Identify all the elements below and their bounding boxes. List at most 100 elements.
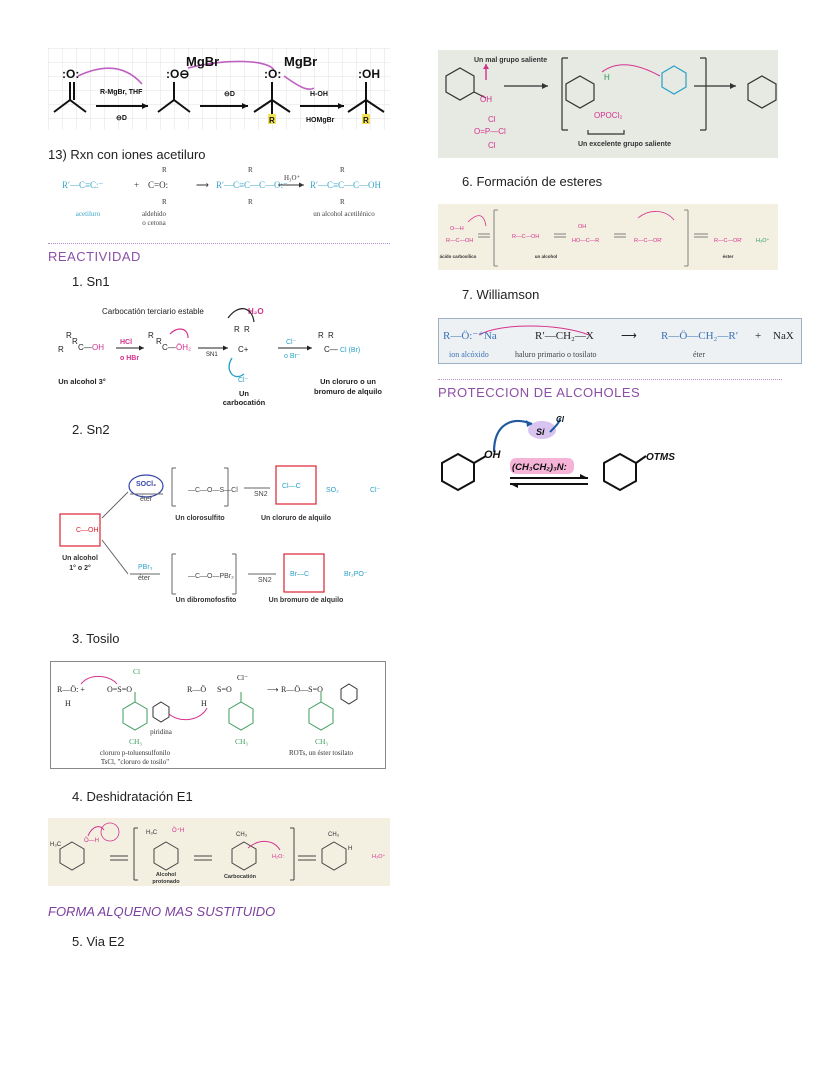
svg-text:⟶: ⟶ [267,685,279,694]
svg-text:R: R [248,198,253,206]
piridina-caption: piridina [150,728,173,736]
hydronium-ester: H₃O⁺ [756,237,769,244]
svg-text:Ö⁺H: Ö⁺H [172,827,184,834]
rots-caption: ROTs, un éster tosilato [289,749,354,757]
eter-label-1: éter [140,496,153,503]
proteccion-figure: OH Si Cl (CH₃CH₂)₃N: OTMS [438,408,708,500]
bromuro-alquilo-caption: Un bromuro de alquilo [269,597,344,604]
br2po-label: Br₂PO⁻ [344,571,368,578]
svg-text:+: + [134,180,139,190]
opocl2-label: OPOCl₂ [594,111,622,120]
svg-text:Cl: Cl [488,141,496,150]
so2-label: SO₂ [326,487,339,494]
svg-text:ÖH₂: ÖH₂ [176,343,191,352]
sn2-label-b: SN2 [258,577,272,584]
electron-arrow-1 [77,67,143,85]
svg-text:O—H: O—H [450,226,464,232]
svg-text:H: H [65,699,71,708]
svg-text:C=O:: C=O: [148,180,168,190]
haluro-caption: haluro primario o tosilato [515,350,597,359]
sn1-arrow-label: SN1 [206,352,218,358]
svg-text:R: R [234,325,240,334]
acetiluro-caption: acetiluro [76,210,101,218]
dibromofosfito-caption: Un dibromofosfito [176,597,237,604]
item-esteres: 6. Formación de esteres [462,174,603,189]
svg-text:CH₃: CH₃ [236,832,248,838]
grignard-reagent: R-MgBr, THF [100,89,143,96]
ether-product-text: R—Ö—CH₂—R′ [661,330,738,342]
reaction-arrow: ⟶ [621,330,637,342]
ester-caption: éster [723,254,734,259]
sn2-diagram: SOCl₂ éter PBr₃ éter SN2 SN2 SO₂ Cl⁻ Br₂… [59,465,381,604]
eter-caption: éter [693,350,705,359]
svg-text:—C—O—S—Cl: —C—O—S—Cl [188,487,238,494]
pbr3-label: PBr₃ [138,564,153,571]
socl2-label: SOCl₂ [136,481,156,488]
grignard-figure: :O: :O⊖ MgBr :O: MgBr :OH R-MgBr, THF ⊖D… [48,48,390,130]
hbr-label: o HBr [120,355,139,362]
h3o-label: H₃O⁺ [284,174,301,182]
alcohol-caption: Un alcohol [62,555,98,562]
electron-arrow-2 [187,60,275,71]
svg-text:R′—C≡C—C—O:⁻: R′—C≡C—C—O:⁻ [216,180,288,190]
svg-text:R: R [318,331,324,340]
svg-text:R: R [328,331,334,340]
item-e2: 5. Via E2 [72,934,125,949]
alcohol-3-caption: Un alcohol 3° [58,377,106,386]
svg-text:Br—C: Br—C [290,571,309,578]
svg-text:H: H [348,846,352,852]
section-divider-right [438,379,782,380]
water-label: H-OH [310,91,328,98]
carbocation-e1-caption: Carbocatión [224,874,257,880]
svg-text:H₃C: H₃C [146,830,158,836]
svg-text:R: R [148,331,154,340]
plus-sign: + [755,330,761,342]
svg-text:R: R [162,166,167,174]
grado-caption: 1° o 2° [69,564,91,572]
mgbr-label-1: MgBr [186,54,219,69]
estable-label: Carbocatión terciario estable [102,307,204,316]
svg-text:CH₃: CH₃ [328,832,340,838]
cloruro-alquilo-caption: Un cloruro de alquilo [261,515,331,522]
tscl-caption-2: TsCl, "cloruro de tosilo" [101,758,169,766]
hydroxyl-label: OH [484,449,502,461]
svg-text:Cl—C: Cl—C [282,483,301,490]
section-proteccion: PROTECCION DE ALCOHOLES [438,385,641,400]
pocl3-figure: Un mal grupo saliente ÖH O=P—Cl Cl Cl OP… [438,50,778,158]
sn1-diagram: Carbocatión terciario estable H₂O RRR C—… [58,307,382,407]
svg-text:R: R [244,325,250,334]
svg-text:R—Ö—S=O: R—Ö—S=O [281,685,323,694]
item-tosilo: 3. Tosilo [72,631,120,646]
cl-top-label: Cl [488,115,496,124]
ch3-label-1: CH₃ [129,737,142,746]
svg-text:R′—C≡C:⁻: R′—C≡C:⁻ [62,180,104,190]
halide-text: R′—CH₂—X [535,330,594,342]
svg-text:H: H [604,73,610,82]
tscl-caption-1: cloruro p-toluensulfonilo [100,749,171,757]
acetiluro-title: 13) Rxn con iones acetiluro [48,147,206,162]
proteccion-diagram: OH Si Cl (CH₃CH₂)₃N: OTMS [441,415,675,492]
grignard-diagram: :O: :O⊖ MgBr :O: MgBr :OH R-MgBr, THF ⊖D… [48,48,390,130]
svg-text:CH₃: CH₃ [315,737,328,746]
alkoxide-o: :O⊖ [166,67,189,81]
cloruro-caption-2: bromuro de alquilo [314,387,382,396]
svg-text:OH: OH [92,343,104,352]
triethylamine-label: (CH₃CH₂)₃N: [512,462,567,473]
svg-text:R: R [156,337,162,346]
cetona-caption: o cetona [142,219,166,227]
sn2-label-a: SN2 [254,491,268,498]
acido-caption: ácido carboxílico [440,254,477,259]
svg-text:R: R [66,331,72,340]
item-sn1: 1. Sn1 [72,274,110,289]
section-reactividad: REACTIVIDAD [48,249,141,264]
svg-text:R: R [248,166,253,174]
svg-text:—C—O—PBr₂: —C—O—PBr₂ [188,573,234,580]
svg-text:R—Ö: R—Ö [187,685,206,694]
excelente-caption: Un excelente grupo saliente [578,141,671,148]
svg-text:ÖH: ÖH [480,95,492,104]
br-minus-label: o Br⁻ [284,353,301,360]
un-caption: Un [239,389,249,398]
svg-text:H: H [201,699,207,708]
h2o-label: H₂O [248,307,264,316]
